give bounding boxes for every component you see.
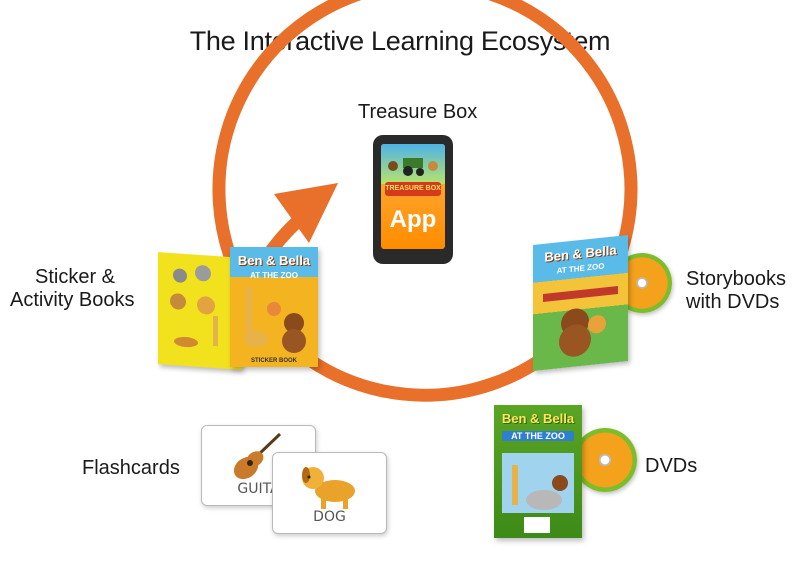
app-scene-image	[381, 144, 445, 184]
sticker-book-subtitle: AT THE ZOO	[250, 271, 298, 280]
dvd-subtitle: AT THE ZOO	[502, 431, 574, 441]
storybooks-label-line1: Storybooks	[686, 268, 787, 290]
flashcards-label: Flashcards	[82, 457, 180, 479]
dvds-label: DVDs	[645, 455, 698, 477]
treasure-box-label: Treasure Box	[358, 101, 478, 123]
dvd-title: Ben & Bella	[501, 411, 575, 426]
sticker-book-footer: STICKER BOOK	[250, 358, 297, 364]
arrow-head	[274, 183, 338, 243]
diagram-title: The Interactive Learning Ecosystem	[189, 26, 611, 56]
bear-character-icon	[543, 286, 618, 357]
sticker-book-cover: Ben & Bella AT THE ZOO STICKER BOOK	[230, 247, 318, 367]
storybooks-label-line2: with DVDs	[686, 291, 780, 313]
flashcard-word-dog: DOG	[313, 509, 346, 525]
dvd-disc	[573, 428, 637, 492]
sticker-animals-icon	[170, 265, 218, 348]
sticker-book-title: Ben & Bella	[237, 253, 311, 268]
flashcard-word-guitar: GUITA	[237, 481, 280, 497]
app-text: App	[389, 206, 437, 233]
storybook-cover: Ben & Bella AT THE ZOO	[533, 235, 628, 371]
guitar-icon	[233, 432, 282, 480]
treasure-box-banner: TREASURE BOX	[385, 182, 441, 196]
treasure-box-phone: TREASURE BOX App	[373, 135, 453, 264]
sticker-books-label-line1: Sticker &	[35, 266, 116, 288]
dvd-case: Ben & Bella AT THE ZOO	[494, 405, 582, 538]
zoo-animals-icon	[502, 453, 574, 533]
giraffe-icon	[244, 287, 306, 353]
flashcard-dog: DOG	[272, 452, 387, 534]
tractor-icon	[388, 158, 438, 176]
sticker-books-label-line2: Activity Books	[10, 289, 135, 311]
phone-screen: TREASURE BOX App	[381, 144, 445, 249]
dog-icon	[302, 467, 355, 509]
cycle-ring	[212, 0, 638, 402]
activity-book	[158, 252, 242, 370]
